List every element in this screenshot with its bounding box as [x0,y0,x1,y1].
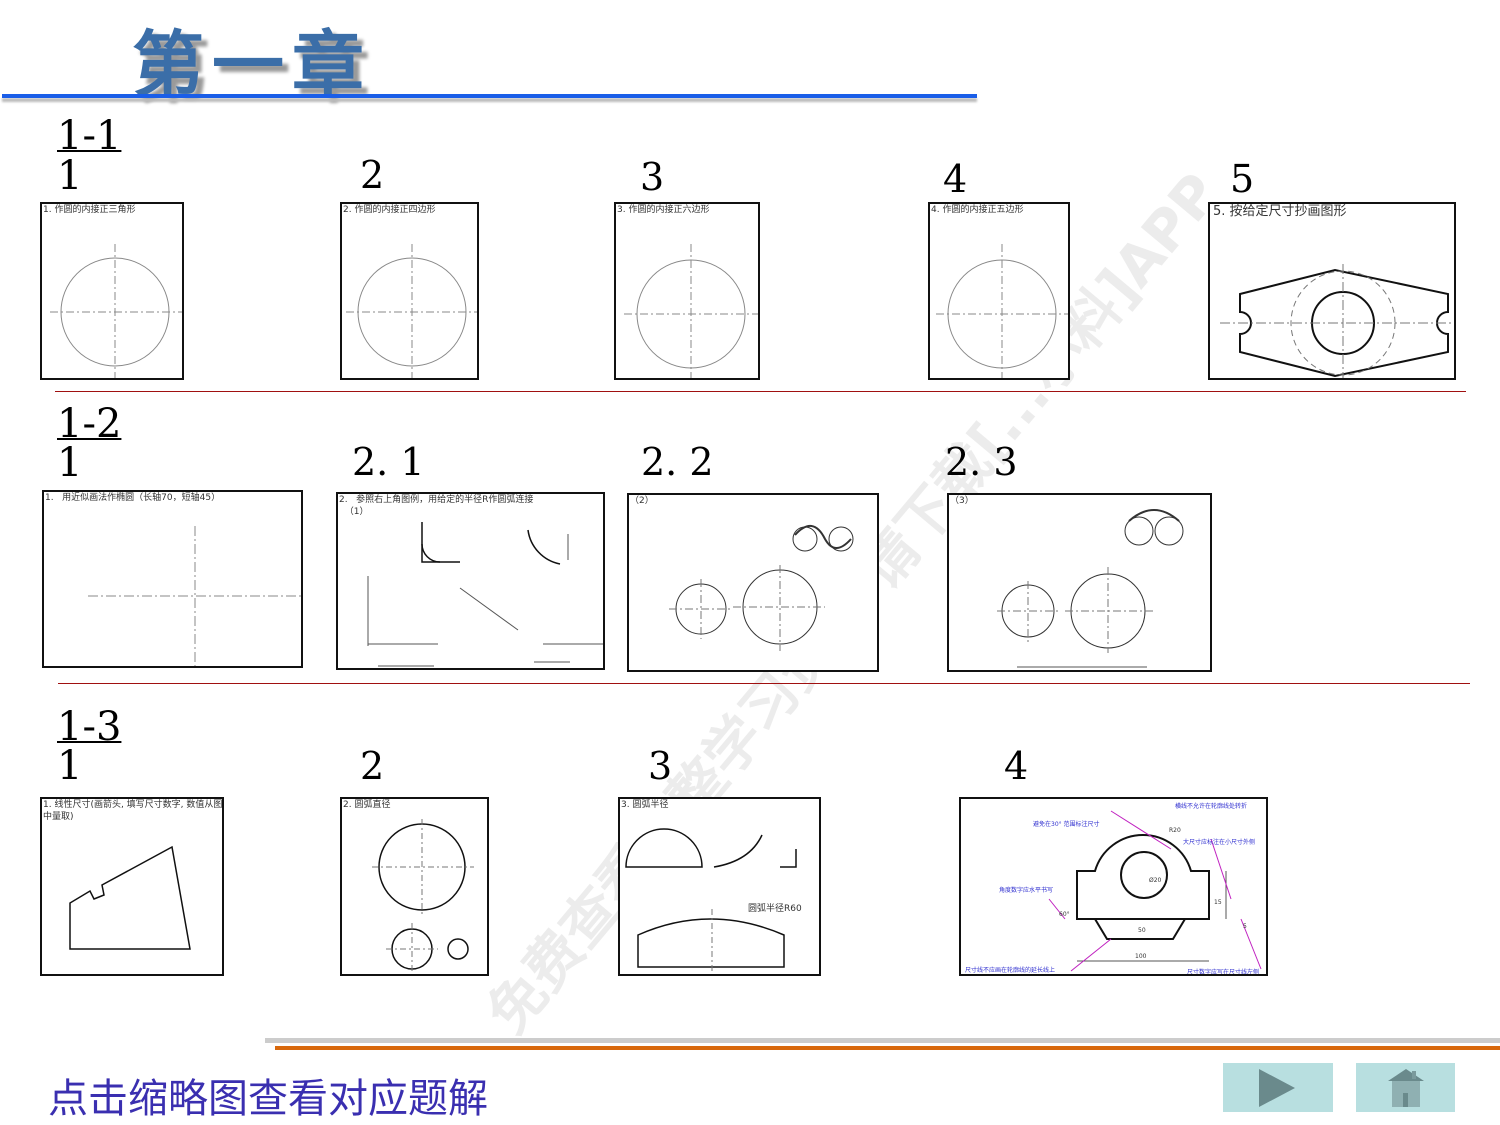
thumbnail-caption: 3. 作圆的内接正六边形 [617,205,710,215]
dimension-label: R20 [1169,827,1181,834]
thumbnail-caption: 1. 用近似画法作椭圆（长轴70，短轴45） [45,493,221,503]
item-number: 1 [57,153,83,199]
thumbnail-1-3-1[interactable]: 1. 线性尺寸(画箭头, 填写尺寸数字, 数值从图中量取) [40,797,224,976]
item-number: 4 [1004,744,1029,788]
item-number: 1 [57,743,83,789]
thumbnail-1-2-4[interactable]: （3） [947,493,1212,672]
item-number: 5 [1230,157,1255,201]
dimension-label: 5 [1243,923,1247,930]
chapter-title: 第一章 [132,22,373,107]
thumbnail-1-2-3[interactable]: （2） [627,493,879,672]
thumbnail-caption: 2. 圆弧直径 [343,800,391,810]
item-number: 4 [943,157,968,201]
thumbnail-caption: （3） [950,496,974,506]
section-label-1-2: 1-2 [57,401,122,447]
thumbnail-1-3-4[interactable]: 避免在30° 范围标注尺寸 横线不允许在轮廓线处转折 大尺寸应标注在小尺寸外侧 … [959,797,1268,976]
next-button[interactable] [1223,1063,1333,1112]
thumbnail-caption: 5. 按给定尺寸抄画图形 [1213,204,1347,219]
section-label-1-3: 1-3 [57,704,122,750]
thumbnail-caption: 3. 圆弧半径 [621,800,669,810]
thumbnail-caption: 1. 线性尺寸(画箭头, 填写尺寸数字, 数值从图中量取) [43,800,223,822]
item-number: 2 [360,153,385,197]
footer-divider [265,1038,1500,1043]
annotation: 尺寸数字应写在尺寸线左侧 [1187,969,1260,976]
thumbnail-1-1-2[interactable]: 2. 作圆的内接正四边形 [340,202,479,380]
annotation: 角度数字应水平书写 [999,887,1054,894]
dimension-label: 50 [1138,927,1146,934]
item-number: 1 [57,440,83,486]
annotation: 尺寸线不应画在轮廓线的延长线上 [965,967,1056,974]
thumbnail-1-1-1[interactable]: 1. 作圆的内接正三角形 [40,202,184,380]
annotation: 横线不允许在轮廓线处转折 [1175,803,1248,810]
thumbnail-1-2-1[interactable]: 1. 用近似画法作椭圆（长轴70，短轴45） [42,490,303,668]
section-label-1-1: 1-1 [57,113,122,159]
dimension-label: Ø20 [1149,877,1162,884]
dimension-label: 60° [1059,911,1070,918]
thumbnail-1-1-4[interactable]: 4. 作圆的内接正五边形 [928,202,1070,380]
thumbnail-1-1-5[interactable]: 5. 按给定尺寸抄画图形 [1208,202,1456,380]
thumbnail-caption: 1. 作圆的内接正三角形 [43,205,136,215]
section-divider [58,683,1470,684]
home-icon [1388,1069,1424,1107]
home-button[interactable] [1356,1063,1455,1112]
title-divider [2,94,977,98]
item-number: 2. 1 [352,440,425,484]
drawing-label: 圆弧半径R60 [748,904,802,914]
thumbnail-1-3-2[interactable]: 2. 圆弧直径 [340,797,489,976]
footer-divider-accent [275,1046,1500,1050]
dimension-label: 100 [1135,953,1147,960]
thumbnail-caption: 2. 作圆的内接正四边形 [343,205,436,215]
thumbnail-caption: 2. 参照右上角图例，用给定的半径R作圆弧连接 （1） [339,495,534,517]
item-number: 3 [648,744,673,788]
thumbnail-caption: 4. 作圆的内接正五边形 [931,205,1024,215]
item-number: 2. 2 [641,440,714,484]
item-number: 2. 3 [945,440,1018,484]
item-number: 3 [640,155,665,199]
play-icon [1259,1069,1295,1107]
annotation: 大尺寸应标注在小尺寸外侧 [1183,839,1256,846]
annotation: 避免在30° 范围标注尺寸 [1033,821,1100,828]
thumbnail-1-3-3[interactable]: 3. 圆弧半径 圆弧半径R60 [618,797,821,976]
thumbnail-1-2-2[interactable]: 2. 参照右上角图例，用给定的半径R作圆弧连接 （1） [336,492,605,670]
thumbnail-1-1-3[interactable]: 3. 作圆的内接正六边形 [614,202,760,380]
section-divider [55,391,1466,392]
hint-text: 点击缩略图查看对应题解 [48,1076,488,1122]
dimension-label: 15 [1214,899,1222,906]
thumbnail-caption: （2） [630,496,654,506]
item-number: 2 [360,744,385,788]
